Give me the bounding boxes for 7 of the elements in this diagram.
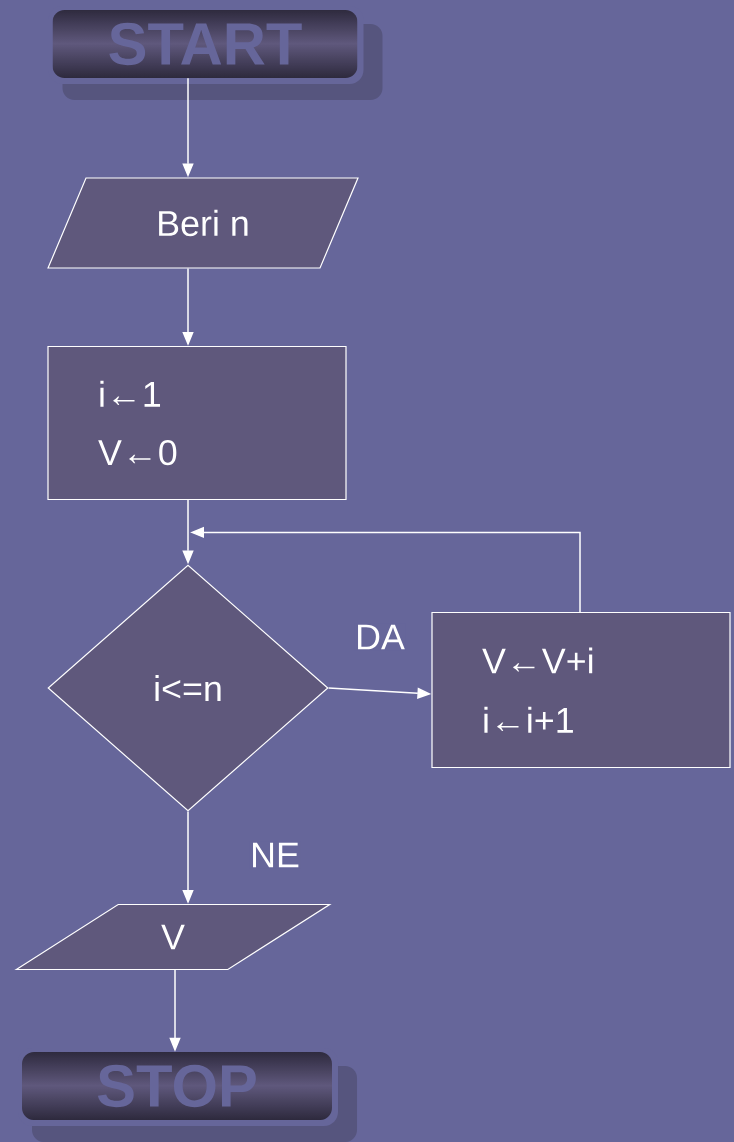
process-box: V←V+i i←i+1 <box>431 611 731 769</box>
terminal-button: START <box>48 6 383 100</box>
terminal-button: STOP <box>18 1048 357 1142</box>
process-box: i←1 V←0 <box>47 345 347 501</box>
edge-label: NE <box>249 841 301 869</box>
input-output-parallelogram: Beri n <box>47 177 359 269</box>
edge-label: DA <box>354 623 406 651</box>
